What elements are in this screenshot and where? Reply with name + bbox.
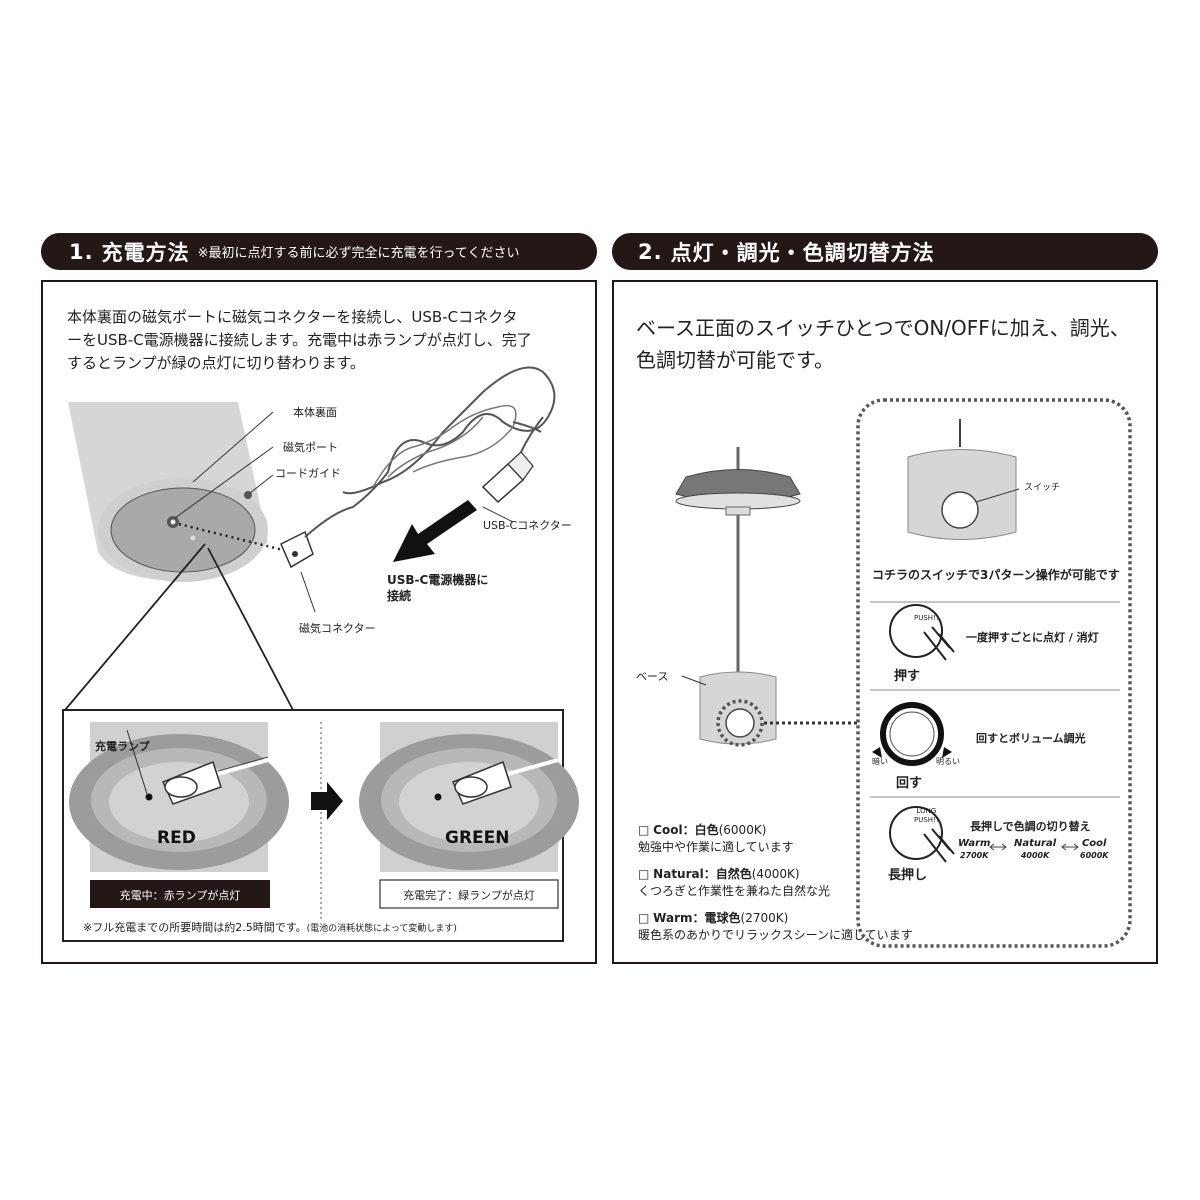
intro-line-3: するとランプが緑の点灯に切り替わります。 xyxy=(67,354,366,372)
charging-illustration xyxy=(62,366,579,942)
longpush-tag-2: PUSH!! xyxy=(914,816,939,824)
cycle-warm-name: Warm xyxy=(958,838,991,849)
state-red-word: RED xyxy=(157,828,196,848)
mode-warm: □ Warm：電球色(2700K) 暖色系のあかりでリラックスシーンに適していま… xyxy=(638,910,913,944)
intro2-line-1: ベース正面のスイッチひとつでON/OFFに加え、調光、 xyxy=(636,316,1130,340)
mode-cool-k: (6000K) xyxy=(718,823,767,837)
caption-charging: 充電中：赤ランプが点灯 xyxy=(119,889,241,902)
mode-cool-box: □ xyxy=(638,823,650,837)
mode-natural-box: □ xyxy=(638,867,650,881)
mode-cool-desc: 勉強中や作業に適しています xyxy=(638,840,794,854)
mode-natural-k: (4000K) xyxy=(751,867,800,881)
rotate-name: 回す xyxy=(896,776,923,791)
mode-natural-jp: 自然色 xyxy=(715,867,752,881)
section2-title: 点灯・調光・色調切替方法 xyxy=(670,240,935,265)
cycle-natural-name: Natural xyxy=(1014,838,1057,849)
push-tag: PUSH!! xyxy=(914,614,939,622)
state-green-word: GREEN xyxy=(445,828,510,848)
mode-cool-en: Cool： xyxy=(653,823,695,837)
cycle-natural-k: 4000K xyxy=(1020,851,1050,860)
section1-header: 1. 充電方法 ※最初に点灯する前に必ず完全に充電を行ってください xyxy=(41,233,597,270)
mode-natural-en: Natural： xyxy=(653,867,716,881)
cycle-natural: Natural 4000K xyxy=(1014,838,1056,862)
cycle-cool-name: Cool xyxy=(1081,838,1107,849)
cycle-cool-k: 6000K xyxy=(1080,851,1109,860)
label-usbc-connector: USB-Cコネクター xyxy=(483,519,572,532)
mode-cool: □ Cool：白色(6000K) 勉強中や作業に適しています xyxy=(638,822,794,856)
longpush-tag-1: LONG xyxy=(916,807,937,815)
longpush-desc: 長押しで色調の切り替え xyxy=(970,820,1091,833)
rotate-dark: 暗い xyxy=(872,757,888,766)
section1-title: 充電方法 xyxy=(101,240,190,265)
label-cord-guide: コードガイド xyxy=(275,467,341,480)
intro2-line-2: 色調切替が可能です。 xyxy=(636,348,834,372)
rotate-desc: 回すとボリューム調光 xyxy=(976,732,1086,745)
label-connect-power: USB-C電源機器に 接続 xyxy=(387,572,488,604)
section1-subtitle: ※最初に点灯する前に必ず完全に充電を行ってください xyxy=(197,246,520,261)
label-magnetic-connector: 磁気コネクター xyxy=(299,622,376,635)
caption-charged: 充電完了：緑ランプが点灯 xyxy=(403,889,535,902)
section2-number: 2. xyxy=(638,239,663,264)
rotate-bright: 明るい xyxy=(936,757,960,766)
base-label: ベース xyxy=(636,670,669,683)
patterns-title: コチラのスイッチで3パターン操作が可能です xyxy=(872,568,1120,582)
mode-warm-k: (2700K) xyxy=(740,911,789,925)
mode-natural: □ Natural：自然色(4000K) くつろぎと作業性を兼ねた自然な光 xyxy=(638,866,830,900)
connect-power-line-1: USB-C電源機器に xyxy=(387,573,489,587)
cycle-warm-k: 2700K xyxy=(959,851,989,860)
cycle-cool: Cool 6000K xyxy=(1080,838,1108,862)
charge-time-note: ※フル充電までの所要時間は約2.5時間です。(電池の消耗状態によって変動します) xyxy=(83,919,457,935)
section1-number: 1. xyxy=(69,239,94,264)
note-main: ※フル充電までの所要時間は約2.5時間です。 xyxy=(83,921,307,934)
mode-warm-desc: 暖色系のあかりでリラックスシーンに適しています xyxy=(638,928,913,942)
switch-label: スイッチ xyxy=(1024,483,1061,493)
longpush-tag: LONG PUSH!! xyxy=(914,807,939,825)
push-desc: 一度押すごとに点灯 / 消灯 xyxy=(966,631,1099,644)
mode-warm-box: □ xyxy=(638,911,650,925)
section1-intro: 本体裏面の磁気ポートに磁気コネクターを接続し、USB-Cコネクタ ーをUSB-C… xyxy=(67,306,587,375)
mode-warm-en: Warm： xyxy=(653,911,705,925)
mode-natural-desc: くつろぎと作業性を兼ねた自然な光 xyxy=(638,884,831,898)
label-charge-lamp: 充電ランプ xyxy=(95,740,150,753)
section2-panel: ベース正面のスイッチひとつでON/OFFに加え、調光、 色調切替が可能です。 xyxy=(612,280,1158,964)
longpush-name: 長押し xyxy=(888,868,928,883)
section1-panel: 本体裏面の磁気ポートに磁気コネクターを接続し、USB-Cコネクタ ーをUSB-C… xyxy=(41,280,597,964)
label-magnetic-port: 磁気ポート xyxy=(283,441,338,454)
connect-power-line-2: 接続 xyxy=(387,589,412,603)
note-small: (電池の消耗状態によって変動します) xyxy=(306,924,457,934)
cycle-warm: Warm 2700K xyxy=(958,838,990,862)
lamp-illustration xyxy=(675,398,1132,948)
push-name: 押す xyxy=(894,669,921,684)
mode-warm-jp: 電球色 xyxy=(704,911,741,925)
intro-line-1: 本体裏面の磁気ポートに磁気コネクターを接続し、USB-Cコネクタ xyxy=(67,308,518,326)
section2-intro: ベース正面のスイッチひとつでON/OFFに加え、調光、 色調切替が可能です。 xyxy=(636,312,1156,376)
mode-cool-jp: 白色 xyxy=(694,823,719,837)
label-body-back: 本体裏面 xyxy=(293,406,337,419)
intro-line-2: ーをUSB-C電源機器に接続します。充電中は赤ランプが点灯し、完了 xyxy=(67,331,532,349)
section2-header: 2. 点灯・調光・色調切替方法 xyxy=(612,233,1158,270)
